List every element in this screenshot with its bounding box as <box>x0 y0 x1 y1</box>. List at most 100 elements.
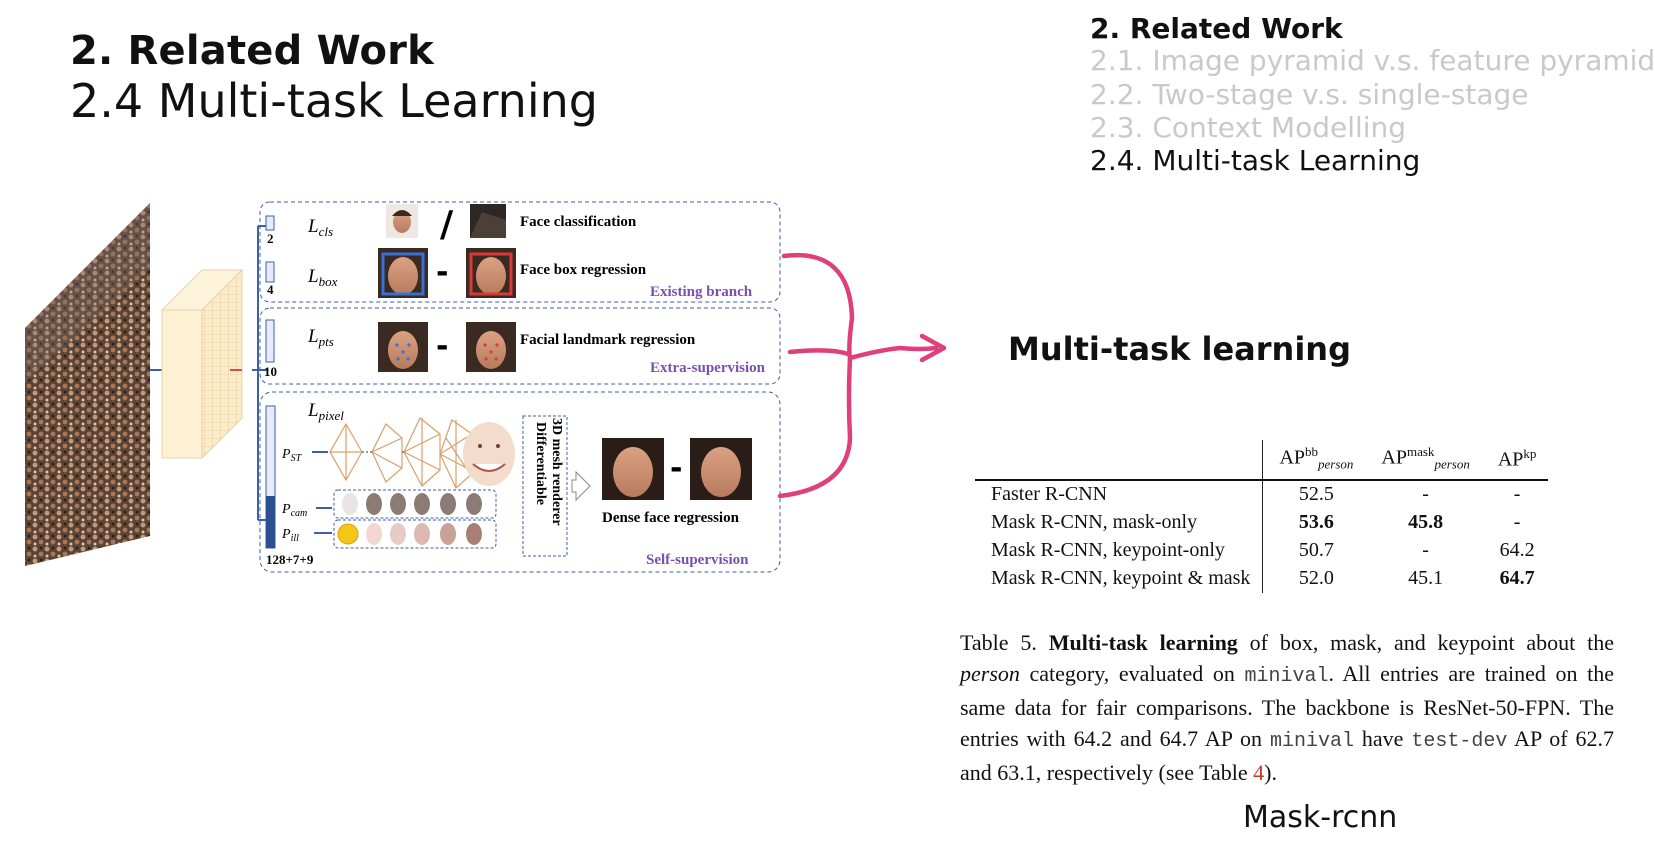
model-name-label: Mask-rcnn <box>1243 800 1398 835</box>
extra-supervision-label: Extra-supervision <box>650 360 766 376</box>
feature-map-cube <box>160 268 244 460</box>
row-method-name: Mask R-CNN, keypoint & mask <box>975 564 1264 593</box>
caption-text: AP of 62.7 and 63.1, respectively (see T… <box>960 726 1615 785</box>
loss-pixel-subscript: pixel <box>318 408 345 423</box>
existing-branch-box <box>259 201 781 303</box>
subsection-title: 2.4 Multi-task Learning <box>70 74 598 128</box>
table-caption: Table 5. Multi-task learning of box, mas… <box>960 627 1614 788</box>
loss-pts-label: Lpts <box>307 326 334 349</box>
p-ill-label: Pill <box>281 527 299 544</box>
row-value-cell: - <box>1422 538 1429 561</box>
renderer-output-arrow <box>571 470 591 502</box>
illumination-faces <box>366 523 482 545</box>
caption-text: of box, mask, and keypoint about the <box>1237 630 1614 655</box>
col-header-sub: person <box>1434 456 1470 472</box>
camera-pose-strip <box>333 489 497 519</box>
mesh-progression <box>329 417 475 489</box>
face-thumb-cls-negative <box>470 204 506 238</box>
pixel-channel-bar-dark <box>266 496 275 548</box>
row-value-cell: 50.7 <box>1298 538 1334 561</box>
camera-pose-heads <box>342 493 482 515</box>
renderer-line2: 3D mesh renderer <box>549 418 564 526</box>
p-st-label: PST <box>281 447 303 464</box>
loss-pts-symbol: L <box>307 326 319 347</box>
table-header-method <box>975 440 1264 480</box>
loss-pts-subscript: pts <box>318 334 334 349</box>
face-thumb-box-gt <box>378 248 428 298</box>
row-value-cell: - <box>1513 482 1521 505</box>
col-header-base: AP <box>1279 446 1306 469</box>
p-st-symbol: P <box>281 447 291 462</box>
branch-bracket <box>252 225 268 521</box>
p-cam-subscript: cam <box>291 508 308 519</box>
extra-supervision-box <box>259 307 781 385</box>
col-header-sup: mask <box>1406 444 1435 459</box>
p-cam-symbol: P <box>281 502 291 517</box>
toc-item-multi-task: 2.4. Multi-task Learning <box>1090 144 1421 177</box>
toc-item-related-work: 2. Related Work <box>1090 12 1343 45</box>
caption-text: . All entries are trained on the same da… <box>960 661 1614 751</box>
pts-channel-bar <box>265 319 275 363</box>
face-thumb-box-pred <box>466 248 516 298</box>
self-supervision-label: Self-supervision <box>646 552 749 568</box>
results-table: APbbperson APmaskperson APkp Faster R-CN… <box>975 440 1549 593</box>
crowd-photo <box>25 203 150 566</box>
p-ill-subscript: ill <box>291 533 300 544</box>
sun-icon <box>337 523 359 545</box>
face-classification-label: Face classification <box>520 214 637 230</box>
col-header-sup: kp <box>1523 445 1537 461</box>
multi-task-callout-label: Multi-task learning <box>1008 330 1351 368</box>
pts-separator: - <box>436 329 448 364</box>
box-channel-bar <box>265 261 275 283</box>
loss-pixel-symbol: L <box>307 400 319 421</box>
caption-italic: person <box>960 661 1020 686</box>
toc-item-context-modelling: 2.3. Context Modelling <box>1090 111 1407 144</box>
col-header-base: AP <box>1497 448 1524 471</box>
row-value-cell: 45.8 <box>1408 510 1444 533</box>
multi-task-diagram: 2 Lcls / Face classification 4 Lbox - Fa… <box>25 201 947 573</box>
table-header-row: APbbperson APmaskperson APkp <box>975 440 1549 480</box>
pts-dim-label: 10 <box>264 364 277 379</box>
caption-text: category, evaluated on <box>1019 661 1245 686</box>
col-header-base: AP <box>1381 446 1407 469</box>
loss-cls-label: Lcls <box>307 216 333 239</box>
face-3d-render <box>463 422 515 486</box>
col-header-ap-kp: APkp <box>1482 440 1549 480</box>
caption-table-ref-link[interactable]: 4 <box>1253 760 1265 785</box>
row-value-cell: 64.7 <box>1499 566 1535 589</box>
caption-code: test-dev <box>1411 730 1508 753</box>
self-supervision-box <box>259 391 781 573</box>
box-separator: - <box>436 255 448 290</box>
row-value-cell: 64.2 <box>1499 538 1535 561</box>
toc-item-two-stage: 2.2. Two-stage v.s. single-stage <box>1090 78 1529 111</box>
loss-box-subscript: box <box>319 274 338 289</box>
caption-code: minival <box>1244 665 1329 688</box>
caption-text: have <box>1353 726 1412 751</box>
loss-cls-symbol: L <box>307 216 319 237</box>
dense-separator: - <box>670 451 682 486</box>
section-title: 2. Related Work <box>70 28 434 74</box>
col-header-ap-mask: APmaskperson <box>1365 440 1481 480</box>
loss-cls-subscript: cls <box>319 224 333 239</box>
row-value-cell: 52.5 <box>1298 482 1334 505</box>
toc-item-image-pyramid: 2.1. Image pyramid v.s. feature pyramid <box>1090 44 1655 77</box>
p-ill-symbol: P <box>281 527 291 542</box>
dense-face-regression-label: Dense face regression <box>602 510 740 526</box>
cls-dim-label: 2 <box>267 231 274 246</box>
callout-bracket-arrow <box>777 252 939 499</box>
renderer-line1: Differentiable <box>533 422 548 505</box>
facial-landmark-regression-label: Facial landmark regression <box>520 332 696 348</box>
dense-face-gt <box>602 438 664 500</box>
row-method-name: Mask R-CNN, mask-only <box>975 508 1264 537</box>
col-header-sup: bb <box>1305 444 1319 459</box>
row-value-cell: 45.1 <box>1408 566 1444 589</box>
loss-box-symbol: L <box>307 266 319 287</box>
cls-channel-bar <box>265 215 275 231</box>
existing-branch-label: Existing branch <box>650 284 753 300</box>
mesh-renderer-box <box>522 415 568 557</box>
